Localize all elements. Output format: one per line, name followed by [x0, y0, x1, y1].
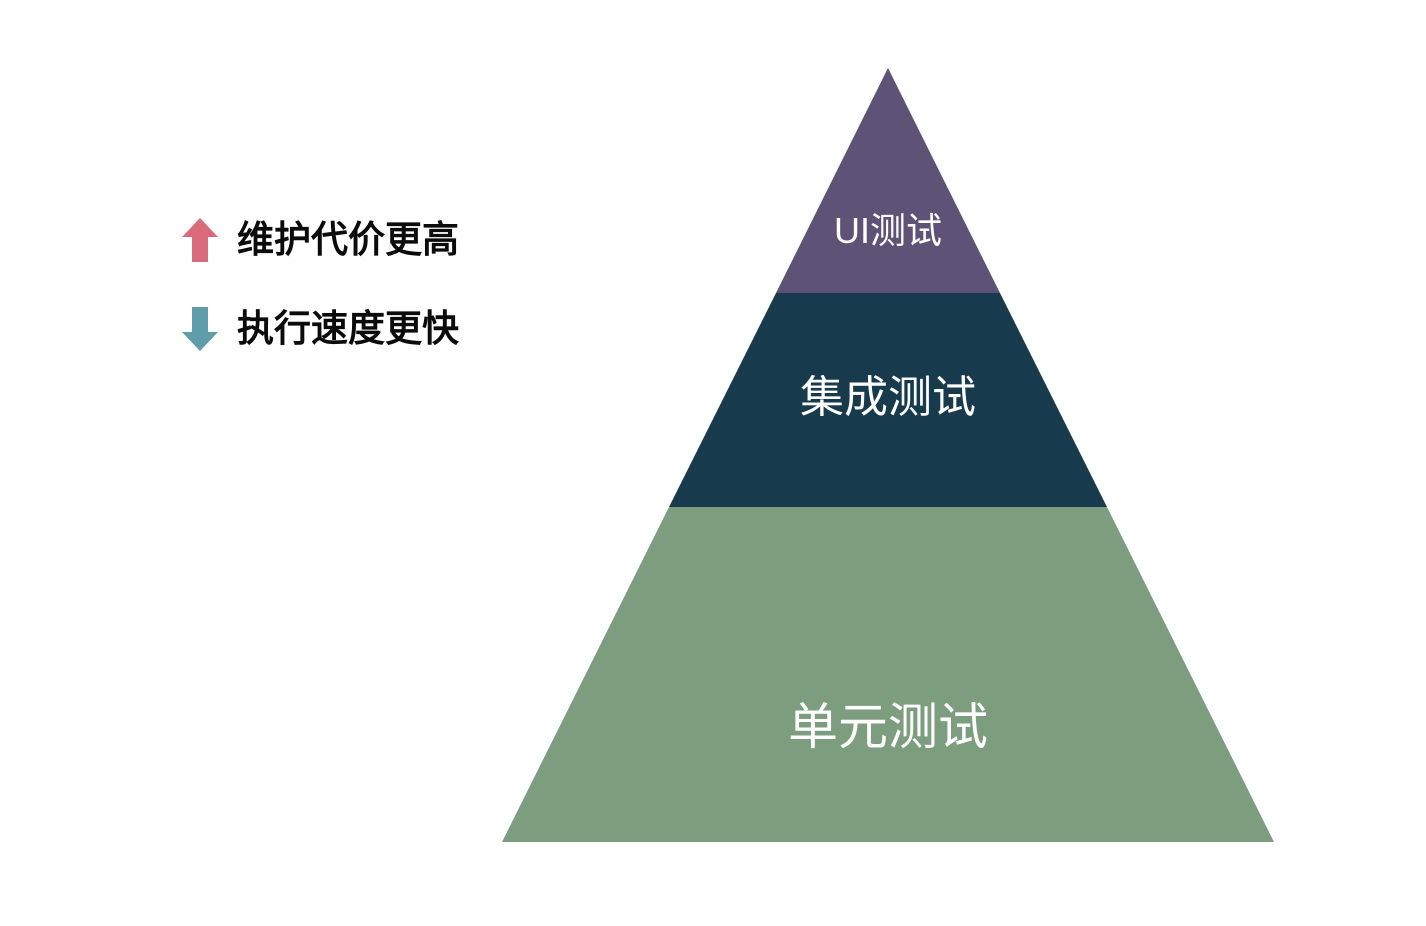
arrow-up-shape [182, 218, 218, 262]
pyramid-label-integration-test: 集成测试 [800, 373, 976, 422]
pyramid-layer-integration-test [669, 293, 1107, 507]
legend-label-execution-speed: 执行速度更快 [237, 308, 459, 349]
legend-label-maintenance-cost: 维护代价更高 [237, 219, 459, 260]
arrow-down-icon [182, 307, 218, 351]
arrow-down-shape [182, 307, 218, 351]
pyramid-layer-ui-test [776, 68, 1000, 293]
legend-item-maintenance-cost: 维护代价更高 [182, 218, 459, 262]
pyramid-label-unit-test: 单元测试 [788, 699, 988, 755]
pyramid-layer-unit-test [502, 507, 1274, 842]
arrow-up-icon [182, 218, 218, 262]
pyramid-label-ui-test: UI测试 [834, 210, 942, 251]
legend-item-execution-speed: 执行速度更快 [182, 307, 459, 351]
